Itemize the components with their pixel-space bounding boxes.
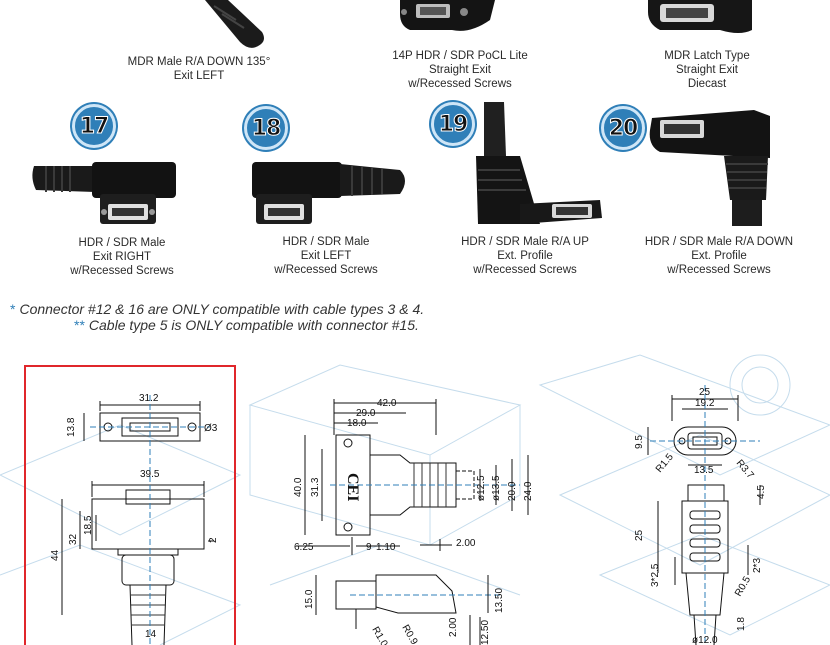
- dim-label: 18.0: [347, 418, 367, 429]
- connector-number-badge: 18: [244, 106, 288, 150]
- caption-line: w/Recessed Screws: [274, 264, 378, 276]
- connector-photo-19: [476, 102, 602, 224]
- dim-label: 12.50: [480, 620, 491, 645]
- dim-label: 13.8: [66, 417, 77, 437]
- caption-line: Straight Exit: [676, 64, 738, 76]
- caption-line: 14P HDR / SDR PoCL Lite: [392, 50, 528, 62]
- dim-label: R1.0: [369, 625, 389, 645]
- dim-label: 32: [68, 533, 79, 545]
- caption-line: MDR Male R/A DOWN 135°: [127, 56, 271, 68]
- dim-label: 39.5: [140, 469, 160, 480]
- caption-line: HDR / SDR Male: [282, 236, 370, 248]
- caption-line: Straight Exit: [429, 64, 491, 76]
- dim-label: 9: [366, 542, 372, 553]
- dim-label: ø12.5: [476, 475, 487, 501]
- drawing-1: [61, 395, 214, 645]
- drawing-3: [647, 385, 761, 645]
- dim-label: 15.0: [304, 589, 315, 609]
- caption-mdr-latch: MDR Latch Type Straight Exit Diecast: [607, 49, 807, 91]
- badge-number: 20: [608, 115, 639, 141]
- dim-label: 2.00: [456, 538, 476, 549]
- connector-photo-18: [252, 162, 405, 224]
- caption-line: w/Recessed Screws: [70, 265, 174, 277]
- caption-line: HDR / SDR Male: [78, 237, 166, 249]
- caption-connector-17: HDR / SDR Male Exit RIGHT w/Recessed Scr…: [22, 236, 222, 278]
- dim-label: ø12.0: [692, 635, 718, 645]
- dim-label: 6.25: [294, 542, 314, 553]
- caption-line: Exit LEFT: [173, 70, 225, 82]
- connector-number-badge: 17: [72, 104, 116, 148]
- note-marker: **: [74, 317, 85, 333]
- caption-pocl-lite: 14P HDR / SDR PoCL Lite Straight Exit w/…: [360, 49, 560, 91]
- dim-label: 3*2.5: [650, 563, 661, 587]
- caption-line: HDR / SDR Male R/A UP: [461, 236, 589, 248]
- dim-label: 13.50: [494, 588, 505, 613]
- dim-label: R1.5: [654, 451, 676, 475]
- dim-label: 31.2: [139, 393, 159, 404]
- caption-connector-18: HDR / SDR Male Exit LEFT w/Recessed Scre…: [226, 235, 426, 277]
- connector-photo-20: [649, 110, 770, 226]
- dim-label: 18.5: [83, 515, 94, 535]
- dim-label: 25: [699, 387, 711, 398]
- dim-label: 19.2: [695, 398, 715, 409]
- top-row-photos: [205, 0, 752, 48]
- caption-connector-20: HDR / SDR Male R/A DOWN Ext. Profile w/R…: [619, 235, 819, 277]
- caption-line: Exit LEFT: [300, 250, 352, 262]
- dim-label: 14: [145, 629, 157, 640]
- dim-label: Ø3: [204, 423, 218, 434]
- connector-photo-17: [32, 162, 176, 224]
- dim-label: 1.10: [376, 542, 396, 553]
- connector-photo-mdr-135: [205, 0, 264, 48]
- dim-label: R3.7: [734, 458, 756, 482]
- caption-line: Ext. Profile: [691, 250, 747, 262]
- note-text: Cable type 5 is ONLY compatible with con…: [88, 317, 419, 333]
- dim-label: 31.3: [310, 477, 321, 497]
- dim-label: 25: [634, 529, 645, 541]
- dim-label: 20.0: [507, 481, 518, 501]
- brand-mark: CEI: [344, 473, 361, 501]
- drawing-2: [296, 399, 529, 645]
- dim-label: 44: [50, 549, 61, 561]
- note-text: Connector #12 & 16 are ONLY compatible w…: [19, 301, 425, 317]
- dim-label: 24.0: [523, 481, 534, 501]
- dim-label: 42.0: [377, 398, 397, 409]
- compatibility-note-2: **Cable type 5 is ONLY compatible with c…: [74, 317, 419, 333]
- dim-label: 2: [208, 537, 219, 543]
- badge-number: 18: [251, 115, 282, 141]
- caption-line: MDR Latch Type: [664, 50, 750, 62]
- dim-label: 1.8: [736, 617, 747, 631]
- caption-line: Ext. Profile: [497, 250, 553, 262]
- compatibility-note-1: *Connector #12 & 16 are ONLY compatible …: [10, 301, 424, 317]
- dim-label: R0.9: [399, 623, 419, 645]
- technical-drawings: 31.2 13.8 Ø3 39.5 44 32 18.5 2 14 CEI 42…: [0, 354, 830, 645]
- connector-number-badge: 19: [431, 102, 475, 146]
- connector-photos-row: [32, 102, 770, 226]
- dim-label: 2*3: [752, 558, 763, 573]
- caption-line: HDR / SDR Male R/A DOWN: [644, 236, 794, 248]
- dim-label: ø13.5: [491, 475, 502, 501]
- connector-photo-mdr-latch: [648, 0, 752, 33]
- note-marker: *: [10, 301, 16, 317]
- dim-label: 4.5: [756, 485, 767, 499]
- caption-line: w/Recessed Screws: [408, 78, 512, 90]
- dim-label: 13.5: [694, 465, 714, 476]
- connector-photo-pocl-lite: [400, 0, 495, 31]
- highlight-box: [24, 365, 236, 645]
- caption-line: w/Recessed Screws: [667, 264, 771, 276]
- caption-line: Diecast: [687, 78, 727, 90]
- dim-label: 40.0: [293, 477, 304, 497]
- caption-mdr-135: MDR Male R/A DOWN 135° Exit LEFT: [99, 55, 299, 83]
- caption-line: Exit RIGHT: [92, 251, 152, 263]
- connector-number-badge: 20: [601, 106, 645, 150]
- dim-label: 2.00: [448, 617, 459, 637]
- caption-connector-19: HDR / SDR Male R/A UP Ext. Profile w/Rec…: [425, 235, 625, 277]
- badge-number: 17: [79, 113, 110, 139]
- dim-label: R0.5: [733, 574, 753, 598]
- badge-number: 19: [438, 111, 469, 137]
- dim-label: 29.0: [356, 408, 376, 419]
- dim-label: 9.5: [634, 435, 645, 449]
- caption-line: w/Recessed Screws: [473, 264, 577, 276]
